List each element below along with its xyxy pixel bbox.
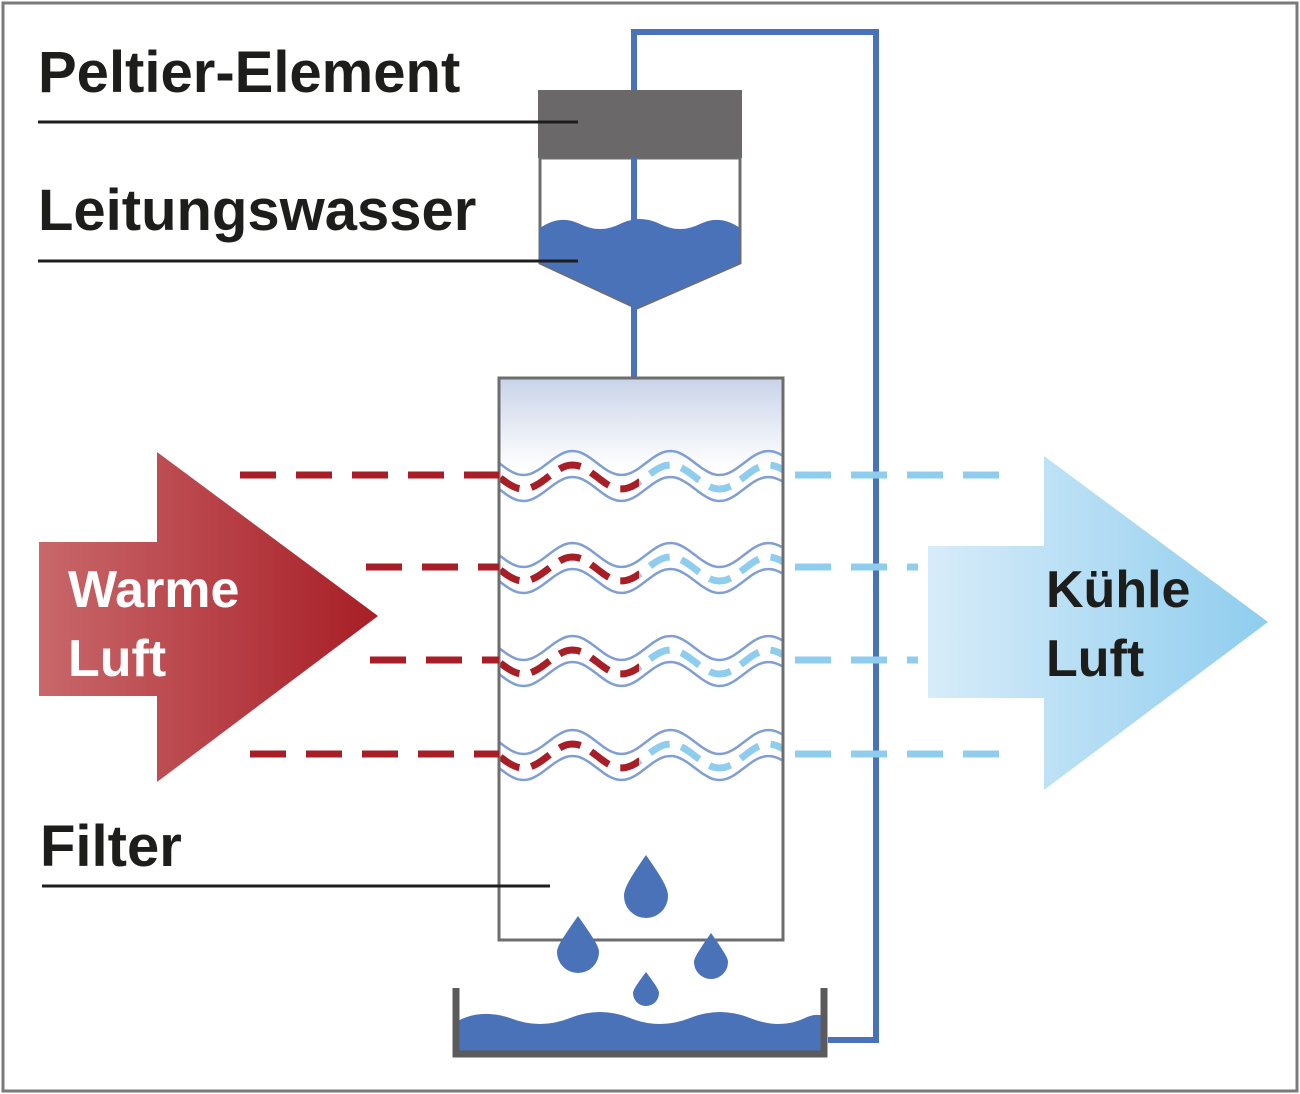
warm-air-flow-line (499, 740, 639, 772)
filter-wave-line (499, 660, 783, 688)
tap-water-reservoir (538, 156, 742, 310)
water-drop-icon (633, 972, 659, 1006)
filter-wave-line (499, 567, 783, 595)
warm-air-flow-line (499, 553, 639, 585)
cool-air-label-line2: Luft (1046, 630, 1144, 688)
filter-label-group: Filter (40, 814, 550, 888)
reservoir-water (540, 219, 740, 308)
warm-air-label-line2: Luft (68, 630, 166, 688)
filter-wave-line (499, 754, 783, 782)
warm-air-label-line1: Warme (68, 561, 239, 619)
peltier-element-block (538, 90, 742, 158)
cool-air-flow-line (639, 461, 783, 493)
water-drop-icon (557, 916, 599, 973)
peltier-label-group: Peltier-Element (38, 40, 578, 124)
filter-wave-line (499, 728, 783, 756)
water-drops (557, 855, 728, 1006)
warm-air-arrow: Warme Luft (39, 452, 378, 782)
cool-air-flow-line (639, 646, 783, 678)
water-drop-icon (624, 855, 668, 918)
tap-water-label: Leitungswasser (38, 178, 476, 243)
filter-label: Filter (40, 814, 182, 879)
warm-air-flow-line (499, 461, 639, 493)
cool-air-flow-line (639, 740, 783, 772)
filter-wave-line (499, 541, 783, 569)
collection-basin (452, 988, 828, 1058)
cool-air-label-line1: Kühle (1046, 561, 1190, 619)
filter-wave-line (499, 634, 783, 662)
filter-wave-layers (499, 449, 783, 782)
filter-wave-line (499, 449, 783, 477)
filter-wave-line (499, 475, 783, 503)
filter-column (499, 378, 783, 940)
cool-air-flow-line (639, 553, 783, 585)
cool-air-arrow: Kühle Luft (928, 456, 1268, 790)
air-flow-dashes (240, 471, 1018, 758)
warm-air-flow-line (499, 646, 639, 678)
peltier-label: Peltier-Element (38, 40, 460, 105)
tap-water-label-group: Leitungswasser (38, 178, 578, 263)
basin-water (456, 1012, 824, 1052)
water-drop-icon (694, 933, 728, 979)
